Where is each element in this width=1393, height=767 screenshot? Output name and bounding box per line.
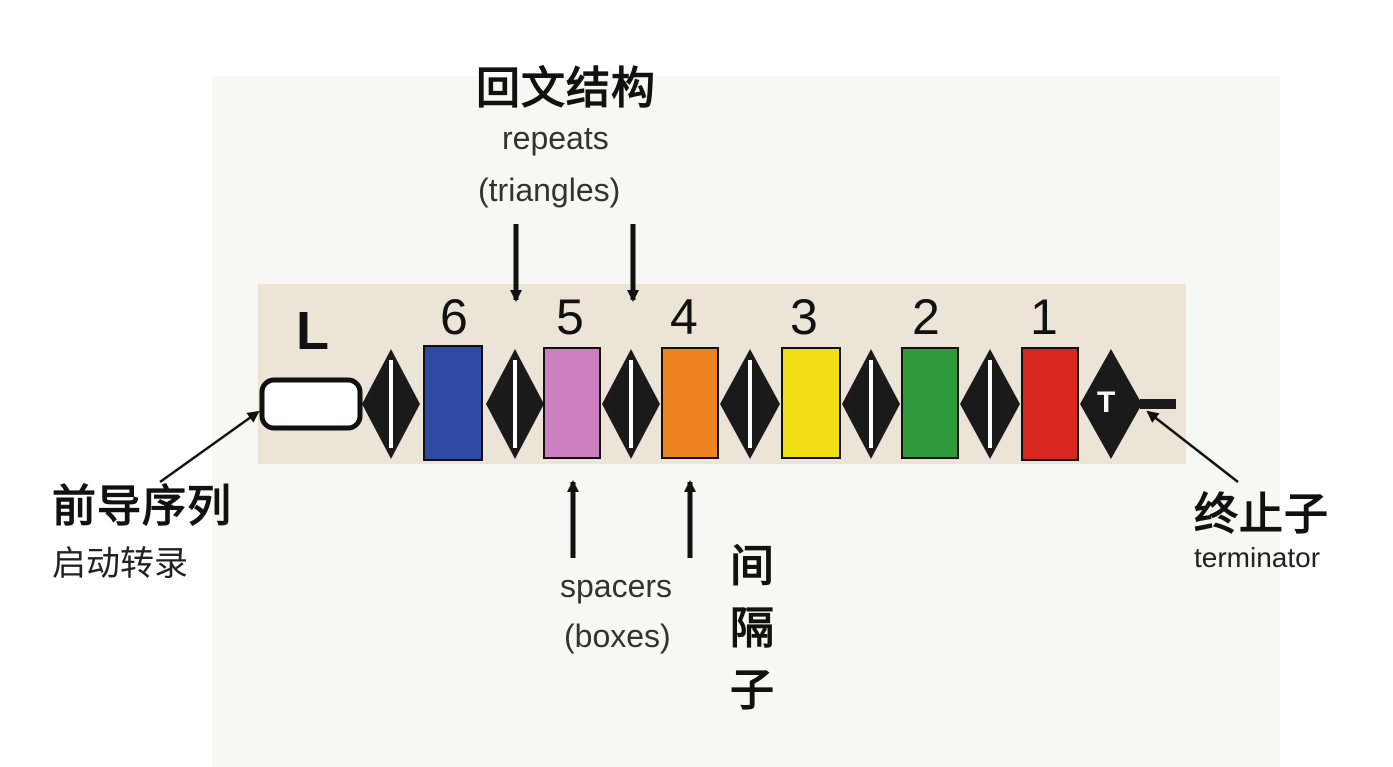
leader-cn-title: 前导序列 bbox=[52, 481, 232, 532]
terminator-en-subtitle: terminator bbox=[1194, 542, 1321, 573]
repeats-en-line2: (triangles) bbox=[478, 172, 621, 208]
spacer-number-1: 1 bbox=[1030, 289, 1058, 345]
spacer-box-2 bbox=[901, 347, 959, 459]
spacers-cn-vertical: 间 隔 子 bbox=[730, 536, 774, 722]
spacer-number-3: 3 bbox=[790, 289, 818, 345]
spacers-en-line2: (boxes) bbox=[564, 618, 671, 654]
spacers-cn-char-2: 隔 bbox=[730, 603, 774, 654]
terminator-cn-title: 终止子 bbox=[1194, 489, 1329, 540]
repeat-diamond-2 bbox=[486, 349, 544, 459]
repeat-diamond-1 bbox=[362, 349, 420, 459]
spacer-number-5: 5 bbox=[556, 289, 584, 345]
spacer-box-4 bbox=[661, 347, 719, 459]
repeat-diamond-4 bbox=[720, 349, 780, 459]
leader-arrow bbox=[159, 410, 260, 484]
spacers-cn-char-1: 间 bbox=[730, 541, 774, 592]
leader-label: L bbox=[296, 301, 329, 361]
spacer-number-6: 6 bbox=[440, 289, 468, 345]
spacer-box-1 bbox=[1021, 347, 1079, 461]
spacer-box-6 bbox=[423, 345, 483, 461]
terminator-label: T bbox=[1097, 386, 1116, 419]
spacer-box-5 bbox=[543, 347, 601, 459]
terminator-arrow bbox=[1146, 410, 1239, 483]
repeat-diamond-5 bbox=[842, 349, 900, 459]
repeat-diamond-3 bbox=[602, 349, 660, 459]
leader-cn-subtitle: 启动转录 bbox=[52, 544, 188, 584]
spacer-box-3 bbox=[781, 347, 841, 459]
terminator-diamond bbox=[1080, 349, 1176, 459]
spacer-number-4: 4 bbox=[670, 289, 698, 345]
spacer-number-2: 2 bbox=[912, 289, 940, 345]
repeats-en-line1: repeats bbox=[502, 120, 609, 156]
repeats-cn-title: 回文结构 bbox=[476, 63, 656, 114]
spacers-en-line1: spacers bbox=[560, 568, 673, 604]
repeat-diamond-6 bbox=[960, 349, 1020, 459]
leader-box bbox=[259, 377, 363, 431]
spacers-cn-char-3: 子 bbox=[730, 665, 774, 716]
